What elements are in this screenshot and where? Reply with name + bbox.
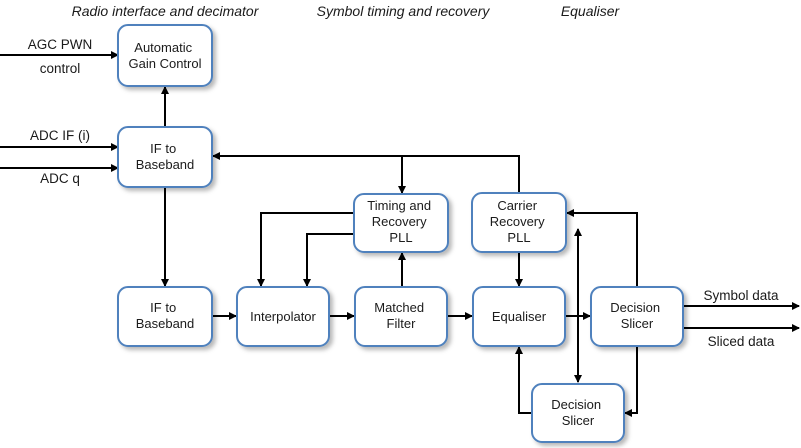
svg-text:Carrier Recovery P: Carrier Recovery PLL [490,198,549,245]
svg-text:Matched Filter: Matched Filter [374,300,428,331]
svg-text:Interpolator: Interpolator [250,309,316,324]
wire-slicer-to-feedback-slicer [624,346,638,417]
wire-timing-to-interpolator-2 [303,233,353,287]
timing-pll-label-line-1: Timing and [367,198,431,213]
svg-text:Automatic Gain Control: Automatic Gain Control [129,40,202,71]
matched-filter-block: Matched Filter [354,286,448,347]
interpolator-label: Interpolator [250,309,316,324]
wire-slicer-to-carrier [566,209,638,286]
svg-text:Decision Slicer: Decision Slicer [610,300,663,331]
timing-pll-label-line-2: Recovery [372,214,427,229]
agc-label-line-1: Automatic [134,40,192,55]
if-baseband-top-block: IF to Baseband [117,126,213,188]
timing-recovery-pll-block: Timing and Recovery PLL [353,193,449,253]
if-baseband-bottom-block: IF to Baseband [117,286,213,347]
section-title-timing: Symbol timing and recovery [317,3,491,19]
slicer-main-label-line-1: Decision [610,300,660,315]
if-bottom-label-line-2: Baseband [136,316,195,331]
interpolator-block: Interpolator [236,286,330,347]
carrier-pll-label-line-2: Recovery [490,214,545,229]
wire-timing-to-interpolator-1 [257,212,353,287]
if-bottom-label-line-1: IF to [150,300,176,315]
slicer-feedback-label-line-1: Decision [551,397,601,412]
io-symbol-data-label: Symbol data [703,288,779,303]
slicer-main-label-line-2: Slicer [621,316,654,331]
svg-text:IF to Baseband: IF to Baseband [136,300,195,331]
timing-pll-label-line-3: PLL [389,230,412,245]
wire-feedback-to-if [212,152,520,192]
io-sliced-data-label: Sliced data [708,334,775,349]
io-adc-if-label: ADC IF (i) [30,128,90,143]
if-top-label-line-2: Baseband [136,157,195,172]
svg-text:Equaliser: Equaliser [492,309,547,324]
decision-slicer-feedback-block: Decision Slicer [531,383,625,443]
matched-filter-label-line-1: Matched [374,300,424,315]
matched-filter-label-line-2: Filter [387,316,417,331]
carrier-recovery-pll-block: Carrier Recovery PLL [471,192,567,253]
section-title-equaliser: Equaliser [561,3,621,19]
equaliser-block: Equaliser [472,286,566,347]
svg-text:IF to Baseband: IF to Baseband [136,141,195,172]
section-title-radio: Radio interface and decimator [72,3,260,19]
slicer-feedback-label-line-2: Slicer [562,413,595,428]
agc-block: Automatic Gain Control [117,24,213,87]
decision-slicer-main-block: Decision Slicer [590,286,684,347]
svg-text:Timing and Recovery: Timing and Recovery PLL [367,198,434,245]
equaliser-label: Equaliser [492,309,547,324]
carrier-pll-label-line-1: Carrier [497,198,537,213]
wire-feedback-slicer-to-equaliser [515,346,532,414]
io-agc-pwn-label: AGC PWN [28,37,93,52]
io-adc-q-label: ADC q [40,171,80,186]
connection-wires [0,51,800,417]
agc-label-line-2: Gain Control [129,56,202,71]
if-top-label-line-1: IF to [150,141,176,156]
svg-text:Decision Slicer: Decision Slicer [551,397,604,428]
io-control-label: control [40,61,81,76]
carrier-pll-label-line-3: PLL [507,230,530,245]
